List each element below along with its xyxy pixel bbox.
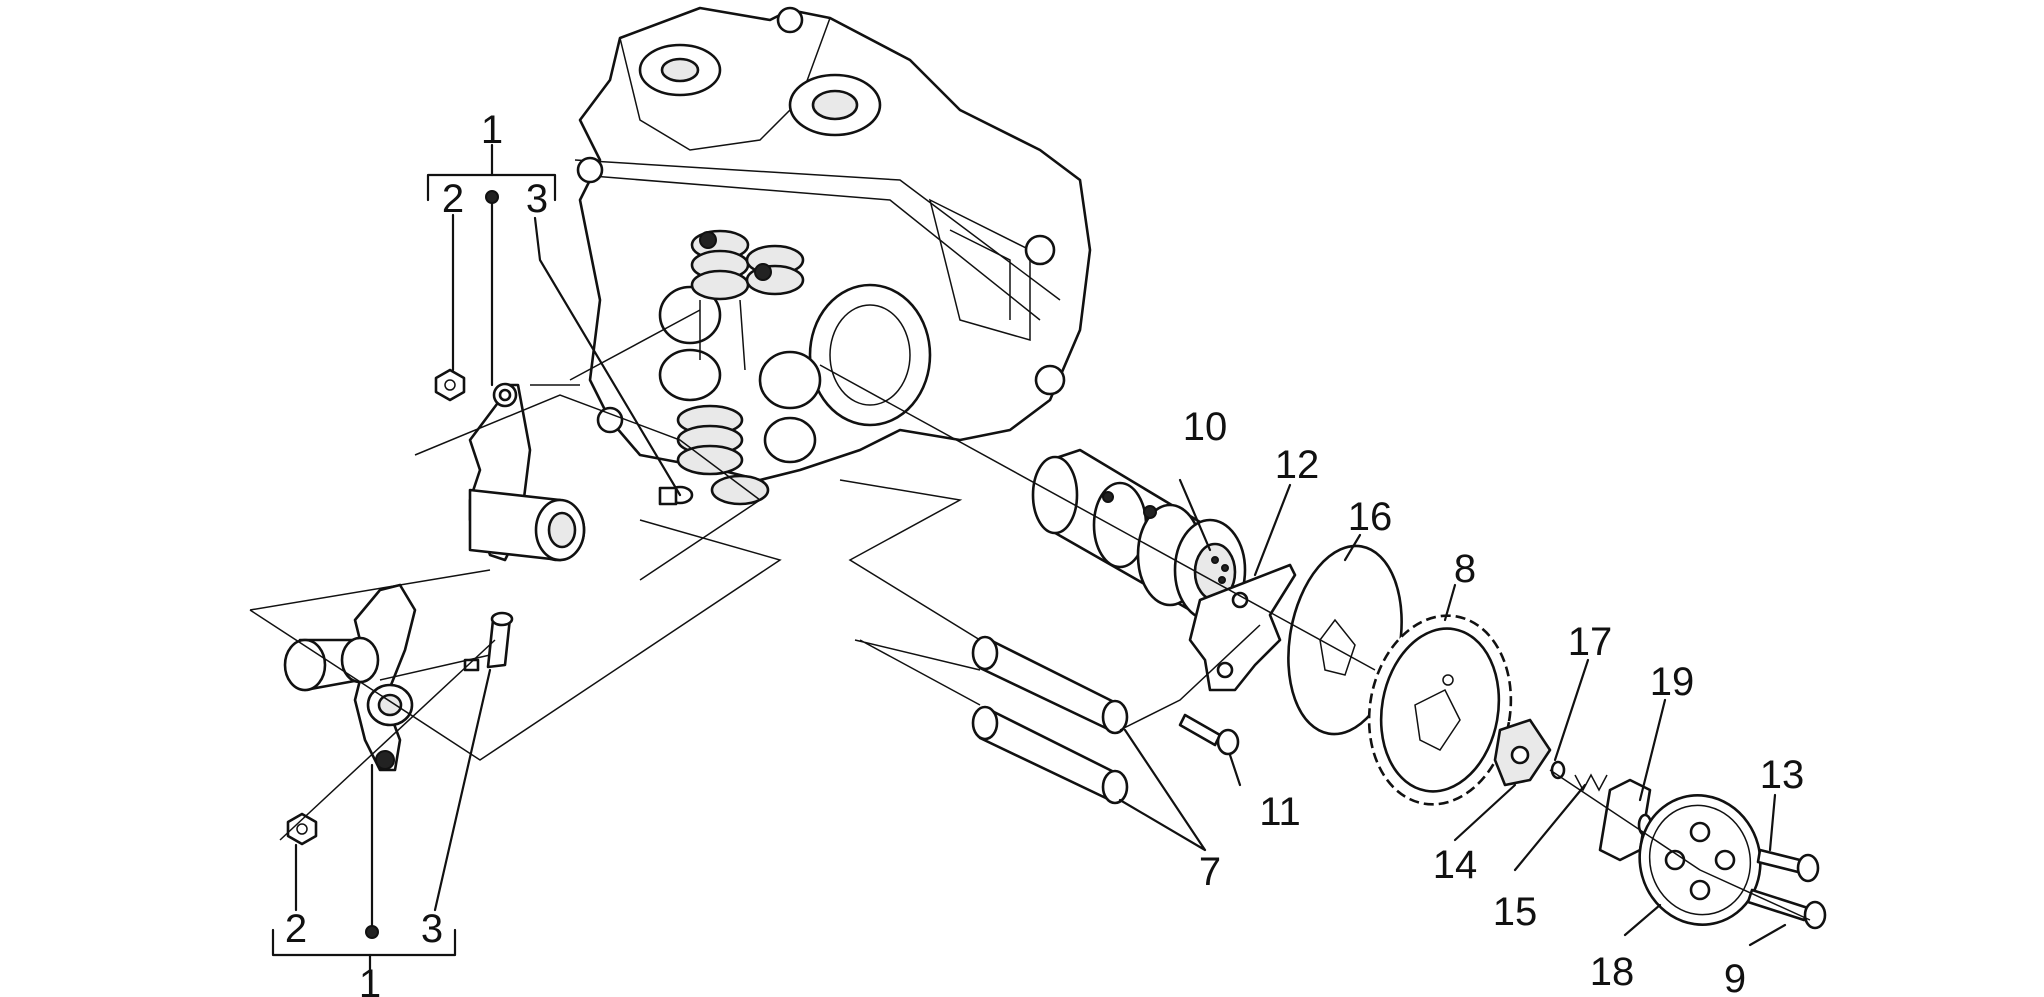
- label-3-bottom: 3: [421, 907, 443, 951]
- rocker-arm-upper: [468, 382, 586, 562]
- sprocket-8: [1367, 614, 1513, 806]
- weight-14: [1493, 718, 1552, 787]
- cover-18: [1638, 794, 1762, 926]
- label-10: 10: [1183, 405, 1228, 449]
- label-9: 9: [1724, 957, 1746, 997]
- label-16: 16: [1348, 495, 1393, 539]
- label-14: 14: [1433, 843, 1478, 887]
- label-3-top: 3: [526, 177, 548, 221]
- label-1-bottom: 1: [359, 962, 381, 997]
- valve-springs-top: [690, 229, 805, 301]
- bolt-13: [1756, 848, 1820, 883]
- label-11: 11: [1259, 790, 1301, 834]
- label-18: 18: [1590, 950, 1635, 994]
- label-15: 15: [1493, 890, 1538, 934]
- label-2-top: 2: [442, 177, 464, 221]
- screw-11: [1178, 713, 1240, 756]
- label-7: 7: [1199, 850, 1221, 894]
- cylinder-head: [574, 6, 1092, 506]
- label-17: 17: [1568, 620, 1613, 664]
- retaining-plate: [1188, 563, 1297, 692]
- leader-lines: [249, 143, 1811, 982]
- label-2-bottom: 2: [285, 907, 307, 951]
- adjusting-screw-lower: [463, 611, 514, 672]
- label-13: 13: [1760, 753, 1805, 797]
- spring-15: [1574, 773, 1608, 792]
- rocker-pins: [971, 635, 1129, 805]
- label-1-top: 1: [481, 108, 503, 152]
- label-12: 12: [1275, 443, 1320, 487]
- adjusting-screw-upper: [658, 486, 678, 506]
- label-8: 8: [1454, 547, 1476, 591]
- rocker-arm-lower: [283, 583, 417, 772]
- nut-lower: [286, 812, 318, 846]
- callouts: 1 2 3 2 3 1 7 8 9 10 11 12 13 14 15 16 1…: [285, 108, 1804, 997]
- nut-upper: [434, 368, 466, 402]
- label-19: 19: [1650, 660, 1695, 704]
